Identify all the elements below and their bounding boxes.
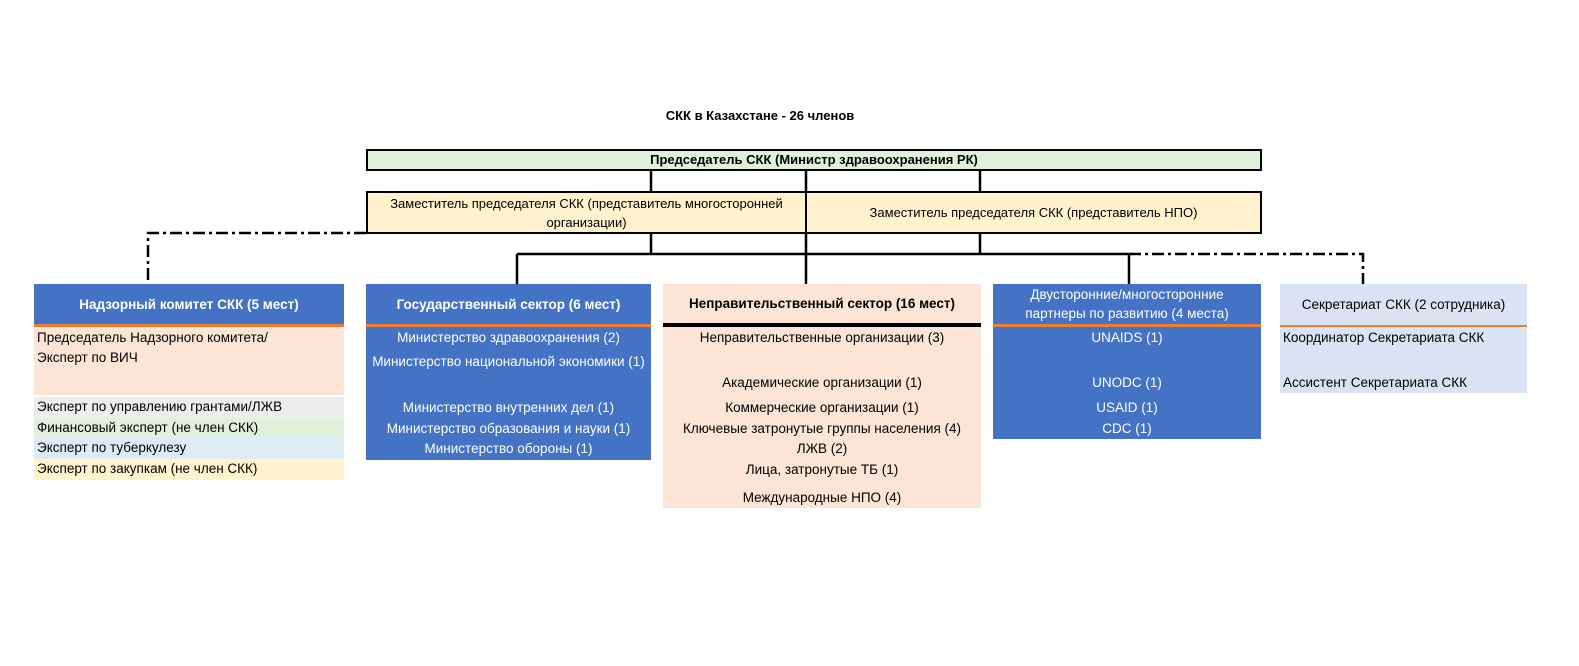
oversight-committee-header: Надзорный комитет СКК (5 мест) — [34, 284, 344, 327]
government-sector-list: Министерство здравоохранения (2) Министе… — [366, 327, 651, 460]
list-item: UNODC (1) — [1092, 375, 1162, 390]
secretariat-list: Координатор Секретариата СКК Ассистент С… — [1280, 327, 1527, 393]
list-item: UNAIDS (1) — [1091, 330, 1163, 345]
deputy-chair-ngo: Заместитель председателя СКК (представит… — [805, 191, 1262, 234]
list-item: Неправительственные организации (3) — [699, 330, 945, 345]
oversight-row: Финансовый эксперт (не член СКК) — [34, 418, 344, 438]
list-item: Министерство образования и науки (1) — [386, 421, 631, 436]
list-item: Ключевые затронутые группы населения (4) — [682, 421, 961, 436]
ngo-sector-header: Неправительственный сектор (16 мест) — [663, 284, 981, 327]
list-item: Коммерческие организации (1) — [725, 400, 919, 415]
government-sector-header: Государственный сектор (6 мест) — [366, 284, 651, 327]
list-item: CDC (1) — [1102, 421, 1152, 436]
partners-header: Двусторонние/многосторонние партнеры по … — [993, 284, 1261, 327]
list-item: ЛЖВ (2) — [796, 441, 848, 456]
deputy-chair-multilateral-label: Заместитель председателя СКК (представит… — [390, 195, 783, 230]
list-item: Министерство здравоохранения (2) — [397, 330, 620, 345]
oversight-row: Эксперт по управлению грантами/ЛЖВ — [34, 397, 344, 418]
list-item: Лица, затронутые ТБ (1) — [745, 462, 899, 477]
partners-header-label: Двусторонние/многосторонние партнеры по … — [1025, 287, 1229, 321]
list-item: Министерство внутренних дел (1) — [402, 400, 615, 415]
list-item: Ассистент Секретариата СКК — [1283, 375, 1468, 390]
list-item: Координатор Секретариата СКК — [1283, 330, 1485, 345]
partners-list: UNAIDS (1) UNODC (1) USAID (1) CDC (1) — [993, 327, 1261, 439]
chair-box: Председатель СКК (Министр здравоохранени… — [366, 149, 1262, 171]
list-item: Академические организации (1) — [722, 375, 922, 390]
list-item: Международные НПО (4) — [742, 490, 902, 505]
list-item: Министерство национальной экономики (1) — [372, 354, 645, 369]
deputy-chair-multilateral: Заместитель председателя СКК (представит… — [366, 191, 807, 234]
oversight-row: Эксперт по туберкулезу — [34, 438, 344, 459]
page-title: СКК в Казахстане - 26 членов — [665, 108, 855, 123]
list-item: USAID (1) — [1096, 400, 1158, 415]
oversight-row: Председатель Надзорного комитета/ Экспер… — [34, 327, 344, 395]
deputy-chair-ngo-label: Заместитель председателя СКК (представит… — [869, 205, 1198, 220]
secretariat-header: Секретариат СКК (2 сотрудника) — [1280, 284, 1527, 327]
oversight-row: Эксперт по закупкам (не член СКК) — [34, 459, 344, 480]
ngo-sector-list: Неправительственные организации (3) Акад… — [663, 327, 981, 508]
list-item: Министерство обороны (1) — [424, 441, 593, 456]
